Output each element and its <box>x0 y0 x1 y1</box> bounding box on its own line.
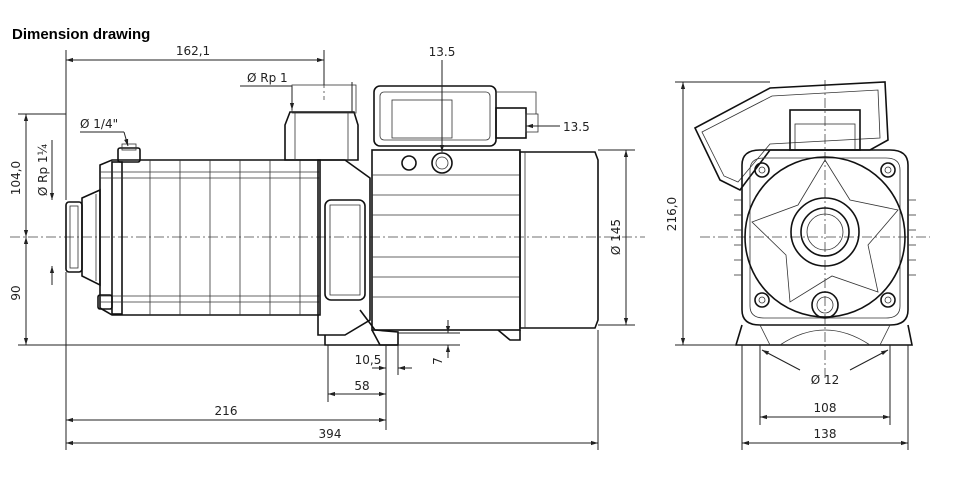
pump-housing <box>317 159 399 346</box>
side-view: 162,1 Ø Rp 1 13.5 13.5 Ø 1/4" 104,0 90 Ø… <box>9 44 645 450</box>
dim-12: Ø 12 <box>811 373 840 387</box>
dim-13-5-right: 13.5 <box>563 120 590 134</box>
dim-394: 394 <box>319 427 342 441</box>
front-view: 216,0 Ø 12 108 138 <box>665 80 930 450</box>
dim-90: 90 <box>9 285 23 300</box>
discharge-port <box>284 82 359 161</box>
dim-216-side: 216,0 <box>665 197 679 231</box>
dim-10-5: 10,5 <box>355 353 382 367</box>
inlet-flange <box>65 188 101 287</box>
dim-162-1: 162,1 <box>176 44 210 58</box>
dim-13-5-top: 13.5 <box>429 45 456 59</box>
dim-58: 58 <box>354 379 369 393</box>
dim-145: Ø 145 <box>609 219 623 255</box>
drawing-title: Dimension drawing <box>12 26 151 43</box>
dim-108: 108 <box>814 401 837 415</box>
dim-rp1: Ø Rp 1 <box>247 71 288 85</box>
dim-138: 138 <box>814 427 837 441</box>
pump-stages <box>97 143 321 316</box>
dim-quarter: Ø 1/4" <box>80 117 118 131</box>
dim-rp114: Ø Rp 1¼ <box>36 143 50 196</box>
dim-7: 7 <box>431 357 445 365</box>
dim-216-bottom: 216 <box>215 404 238 418</box>
dim-104: 104,0 <box>9 161 23 195</box>
